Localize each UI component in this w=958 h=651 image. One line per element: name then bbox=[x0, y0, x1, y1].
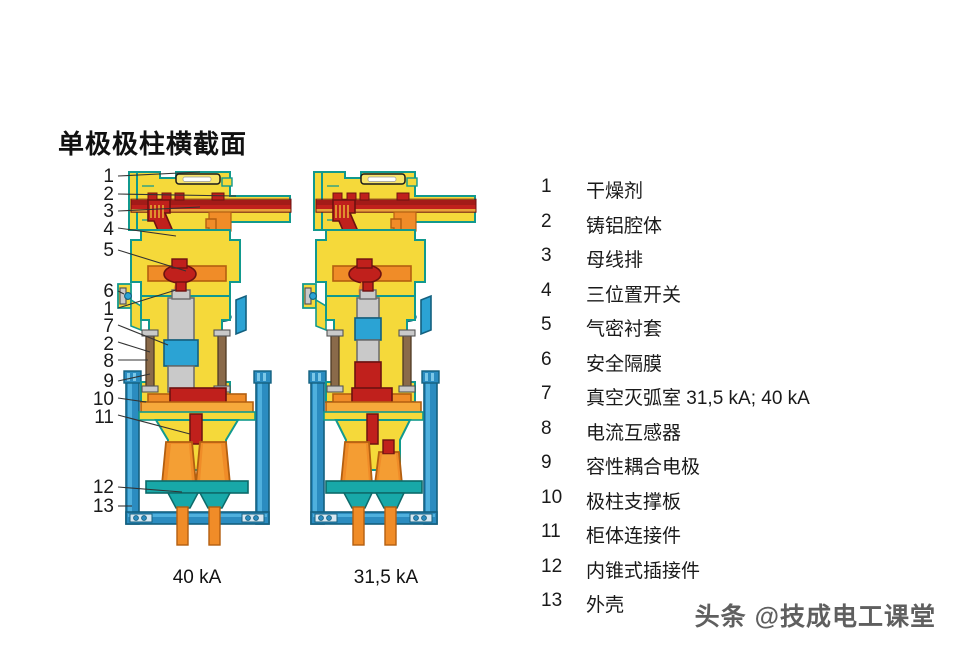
safety-diaphragm-left bbox=[117, 283, 247, 336]
legend-item-label: 真空灭弧室 31,5 kA; 40 kA bbox=[586, 388, 810, 409]
callout-number: 2 bbox=[103, 334, 114, 355]
callout-number: 3 bbox=[103, 201, 114, 222]
busbar-right bbox=[315, 192, 477, 232]
vacuum-interrupter-left bbox=[163, 281, 199, 393]
capacitive-electrode-right bbox=[323, 387, 424, 421]
legend-item-label: 铸铝腔体 bbox=[586, 215, 663, 237]
callout-number: 9 bbox=[103, 371, 114, 392]
cabinet-connector-right bbox=[308, 370, 440, 384]
legend-row: 5 气密衬套 bbox=[541, 314, 941, 349]
callout-number: 10 bbox=[92, 389, 114, 410]
safety-diaphragm-right bbox=[302, 283, 432, 336]
callout-number: 13 bbox=[92, 496, 114, 517]
legend-item-label: 三位置开关 bbox=[586, 284, 682, 306]
legend-item-number: 3 bbox=[541, 245, 552, 266]
callout-number: 7 bbox=[103, 316, 114, 337]
legend-item-label: 内锥式插接件 bbox=[586, 560, 701, 582]
legend-row: 4 三位置开关 bbox=[541, 280, 941, 315]
legend-row: 1 干燥剂 bbox=[541, 176, 941, 211]
callout-number: 1 bbox=[103, 299, 114, 320]
legend-item-label: 安全隔膜 bbox=[586, 353, 663, 375]
legend-row: 9 容性耦合电极 bbox=[541, 452, 941, 487]
callout-number: 5 bbox=[103, 240, 114, 261]
callout-number: 4 bbox=[103, 219, 114, 240]
legend-item-number: 2 bbox=[541, 210, 552, 232]
legend-item-number: 8 bbox=[541, 417, 552, 439]
legend-item-label: 气密衬套 bbox=[586, 319, 663, 340]
legend-list: 1 干燥剂 2 铸铝腔体 3 母线排 4 三位置开关 5 气密衬套 6 安全隔膜 7 真空灭弧室 31,5… bbox=[541, 176, 941, 625]
legend-item-number: 12 bbox=[541, 555, 563, 577]
legend-row: 10 极柱支撑板 bbox=[541, 487, 941, 522]
page-title: 单极极柱横截面 bbox=[58, 129, 248, 159]
enclosure-left bbox=[125, 378, 270, 525]
legend-row: 8 电流互感器 bbox=[541, 418, 941, 453]
callout-number: 8 bbox=[103, 351, 114, 372]
callout-number: 12 bbox=[92, 477, 114, 498]
legend-item-number: 10 bbox=[541, 486, 563, 508]
legend-item-label: 柜体连接件 bbox=[586, 526, 682, 547]
legend-item-number: 1 bbox=[541, 176, 552, 197]
legend-item-label: 极柱支撑板 bbox=[586, 491, 682, 513]
legend-item-number: 4 bbox=[541, 279, 552, 301]
figure-left-caption: 40 kA bbox=[173, 567, 222, 588]
legend-item-number: 6 bbox=[541, 348, 552, 370]
inner-cone-connector-left bbox=[145, 413, 249, 546]
figure-left-40ka: 40 kA bbox=[117, 171, 292, 588]
inner-cone-connector-right bbox=[325, 413, 423, 546]
legend-item-number: 7 bbox=[541, 383, 552, 404]
figure-right-caption: 31,5 kA bbox=[354, 567, 419, 588]
legend-row: 13 外壳 bbox=[541, 590, 941, 625]
legend-row: 3 母线排 bbox=[541, 245, 941, 280]
callout-number: 2 bbox=[103, 184, 114, 205]
legend-item-number: 5 bbox=[541, 314, 552, 335]
vacuum-interrupter-right bbox=[354, 281, 382, 399]
legend-item-label: 干燥剂 bbox=[586, 181, 644, 202]
legend-row: 7 真空灭弧室 31,5 kA; 40 kA bbox=[541, 383, 941, 418]
legend-row: 12 内锥式插接件 bbox=[541, 556, 941, 591]
callout-number: 11 bbox=[94, 407, 114, 428]
current-transformer-right bbox=[326, 329, 416, 393]
legend-item-label: 容性耦合电极 bbox=[586, 457, 701, 478]
legend-row: 2 铸铝腔体 bbox=[541, 211, 941, 246]
legend-row: 6 安全隔膜 bbox=[541, 349, 941, 384]
callout-number: 6 bbox=[103, 281, 114, 302]
watermark: 头条 @技成电工课堂 bbox=[694, 603, 936, 631]
callout-leader-lines bbox=[117, 171, 237, 507]
legend-item-number: 13 bbox=[541, 590, 563, 611]
figure-right-315ka: 31,5 kA bbox=[302, 171, 477, 588]
cabinet-connector-left bbox=[123, 370, 272, 384]
legend-item-number: 9 bbox=[541, 452, 552, 473]
mid-body-right bbox=[315, 229, 426, 323]
legend-row: 11 柜体连接件 bbox=[541, 521, 941, 556]
legend-item-number: 11 bbox=[541, 521, 561, 542]
legend-item-label: 电流互感器 bbox=[586, 422, 682, 444]
callout-number: 1 bbox=[103, 166, 114, 187]
legend-item-label: 母线排 bbox=[586, 250, 644, 271]
legend-item-label: 外壳 bbox=[586, 595, 625, 616]
